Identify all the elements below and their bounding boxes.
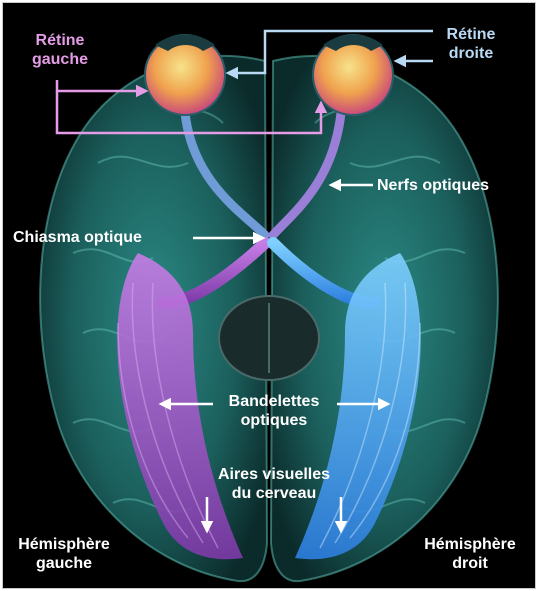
hemisphere-left-line2: gauche — [35, 555, 92, 572]
retina-right-label: Rétine droite — [431, 25, 511, 63]
right-eye — [312, 34, 394, 116]
optic-tracts-label: Bandelettes optiques — [209, 392, 339, 430]
retina-left-pointer — [55, 80, 328, 135]
left-optic-radiation — [117, 253, 243, 560]
retina-left-label: Rétine gauche — [15, 31, 105, 69]
brain-illustration — [39, 29, 499, 583]
visual-areas-line2: du cerveau — [231, 485, 317, 502]
right-optic-radiation — [295, 253, 421, 560]
optic-chiasm-label: Chiasma optique — [13, 229, 142, 246]
optic-nerves-label: Nerfs optiques — [377, 177, 490, 194]
visual-areas-line1: Aires visuelles — [217, 466, 331, 483]
retina-right-line1: Rétine — [446, 26, 496, 43]
optic-tracts-line1: Bandelettes — [228, 393, 320, 410]
left-optic-nerve — [180, 108, 270, 240]
left-eye — [144, 34, 226, 116]
hemisphere-right-line2: droit — [452, 555, 488, 572]
retina-right-pointer — [225, 29, 433, 80]
retina-left-line2: gauche — [31, 51, 88, 68]
right-optic-nerve — [268, 108, 346, 240]
visual-areas-label: Aires visuelles du cerveau — [199, 465, 349, 503]
retina-left-line1: Rétine — [35, 32, 85, 49]
retina-right-line2: droite — [448, 45, 494, 62]
hemisphere-right-label: Hémisphère droit — [415, 535, 525, 573]
hemisphere-right-line1: Hémisphère — [424, 536, 516, 553]
optic-tracts-line2: optiques — [240, 412, 308, 429]
hemisphere-left-label: Hémisphère gauche — [9, 535, 119, 573]
hemisphere-left-line1: Hémisphère — [18, 536, 110, 553]
